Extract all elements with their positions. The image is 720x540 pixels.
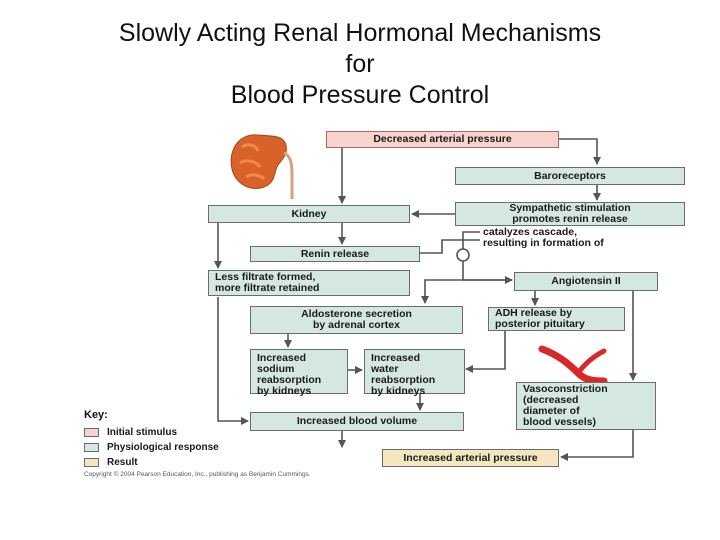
title-line-3: Blood Pressure Control bbox=[230, 81, 490, 109]
node-vasoconstriction: Vasoconstriction (decreased diameter of … bbox=[516, 382, 656, 430]
key-swatch-result bbox=[84, 458, 99, 467]
node-vaso-line-2: (decreased bbox=[523, 394, 579, 406]
node-adh-release: ADH release by posterior pituitary bbox=[488, 307, 625, 331]
node-increased-water-reabsorption: Increased water reabsorption by kidneys bbox=[364, 349, 465, 397]
node-increased-blood-volume-label: Increased blood volume bbox=[296, 415, 418, 427]
copyright-notice: Copyright © 2004 Pearson Education, Inc.… bbox=[84, 471, 311, 478]
line-renin-to-cascade bbox=[420, 239, 480, 254]
node-sodium-line-4: by kidneys bbox=[257, 385, 312, 397]
note-catalyzes-cascade: catalyzes cascade, resulting in formatio… bbox=[483, 227, 604, 249]
node-water-line-2: water bbox=[371, 363, 399, 375]
key-swatch-physiological-response bbox=[84, 443, 99, 452]
node-sympathetic-line-1: Sympathetic stimulation bbox=[509, 202, 631, 214]
line-cascade-bracket bbox=[462, 231, 480, 249]
arrow-angiotensin-to-aldosterone bbox=[421, 279, 512, 304]
node-decreased-arterial-pressure-label: Decreased arterial pressure bbox=[373, 133, 512, 145]
cascade-marker bbox=[456, 248, 470, 262]
node-vaso-line-1: Vasoconstriction bbox=[523, 383, 608, 395]
node-sympathetic-stimulation: Sympathetic stimulation promotes renin r… bbox=[455, 202, 685, 226]
node-water-line-3: reabsorption bbox=[371, 374, 436, 386]
key-swatch-initial-stimulus bbox=[84, 428, 99, 437]
title-line-1: Slowly Acting Renal Hormonal Mechanisms bbox=[118, 19, 602, 47]
node-sodium-line-3: reabsorption bbox=[257, 374, 322, 386]
node-adh-line-2: posterior pituitary bbox=[495, 318, 585, 330]
node-sympathetic-line-2: promotes renin release bbox=[512, 213, 628, 225]
node-kidney: Kidney bbox=[208, 205, 410, 223]
note-catalyzes-line-2: resulting in formation of bbox=[483, 237, 604, 249]
arrow-pressure-to-baroreceptors bbox=[559, 138, 601, 165]
node-sodium-line-2: sodium bbox=[257, 363, 295, 375]
node-vaso-line-3: diameter of bbox=[523, 405, 580, 417]
node-vaso-line-4: blood vessels) bbox=[523, 416, 596, 428]
node-water-line-4: by kidneys bbox=[371, 385, 426, 397]
connector-arrows bbox=[214, 138, 637, 461]
node-increased-arterial-pressure: Increased arterial pressure bbox=[382, 449, 559, 467]
node-increased-sodium-reabsorption: Increased sodium reabsorption by kidneys bbox=[250, 349, 348, 397]
arrow-adh-to-water bbox=[465, 331, 506, 373]
node-angiotensin-ii: Angiotensin II bbox=[514, 272, 658, 291]
node-baroreceptors-label: Baroreceptors bbox=[534, 169, 606, 182]
node-aldosterone-line-2: by adrenal cortex bbox=[313, 319, 400, 331]
arrow-vasoconstriction-to-pressure bbox=[560, 430, 634, 461]
node-adh-line-1: ADH release by bbox=[495, 307, 573, 319]
node-increased-blood-volume: Increased blood volume bbox=[250, 412, 464, 431]
node-filtrate: Less filtrate formed, more filtrate reta… bbox=[208, 270, 410, 296]
node-sodium-line-1: Increased bbox=[257, 352, 307, 364]
kidney-illustration-icon bbox=[230, 134, 294, 199]
node-kidney-label: Kidney bbox=[291, 207, 327, 220]
node-filtrate-line-2: more filtrate retained bbox=[215, 282, 320, 294]
node-angiotensin-ii-label: Angiotensin II bbox=[551, 275, 621, 287]
node-decreased-arterial-pressure: Decreased arterial pressure bbox=[326, 131, 559, 148]
page-title: Slowly Acting Renal Hormonal Mechanisms … bbox=[0, 18, 720, 111]
flowchart-figure: Decreased arterial pressure Baroreceptor… bbox=[80, 125, 685, 485]
key-title: Key: bbox=[84, 409, 108, 421]
node-aldosterone-secretion: Aldosterone secretion by adrenal cortex bbox=[250, 306, 463, 334]
node-renin-release-label: Renin release bbox=[300, 247, 370, 260]
node-increased-arterial-pressure-label: Increased arterial pressure bbox=[403, 451, 538, 464]
node-renin-release: Renin release bbox=[250, 246, 420, 262]
note-catalyzes-line-1: catalyzes cascade, bbox=[483, 226, 577, 238]
node-filtrate-line-1: Less filtrate formed, bbox=[215, 271, 316, 283]
title-line-2: for bbox=[345, 50, 375, 78]
key-label-result: Result bbox=[107, 457, 138, 468]
key-label-physiological-response: Physiological response bbox=[107, 442, 219, 453]
key-label-initial-stimulus: Initial stimulus bbox=[107, 427, 178, 438]
node-aldosterone-line-1: Aldosterone secretion bbox=[301, 308, 412, 320]
arrow-filtrate-to-volume bbox=[217, 297, 249, 425]
blood-vessel-illustration-icon bbox=[538, 345, 608, 383]
arrow-cascade-to-angiotensin bbox=[462, 261, 513, 284]
node-baroreceptors: Baroreceptors bbox=[455, 167, 685, 185]
node-water-line-1: Increased bbox=[371, 352, 421, 364]
